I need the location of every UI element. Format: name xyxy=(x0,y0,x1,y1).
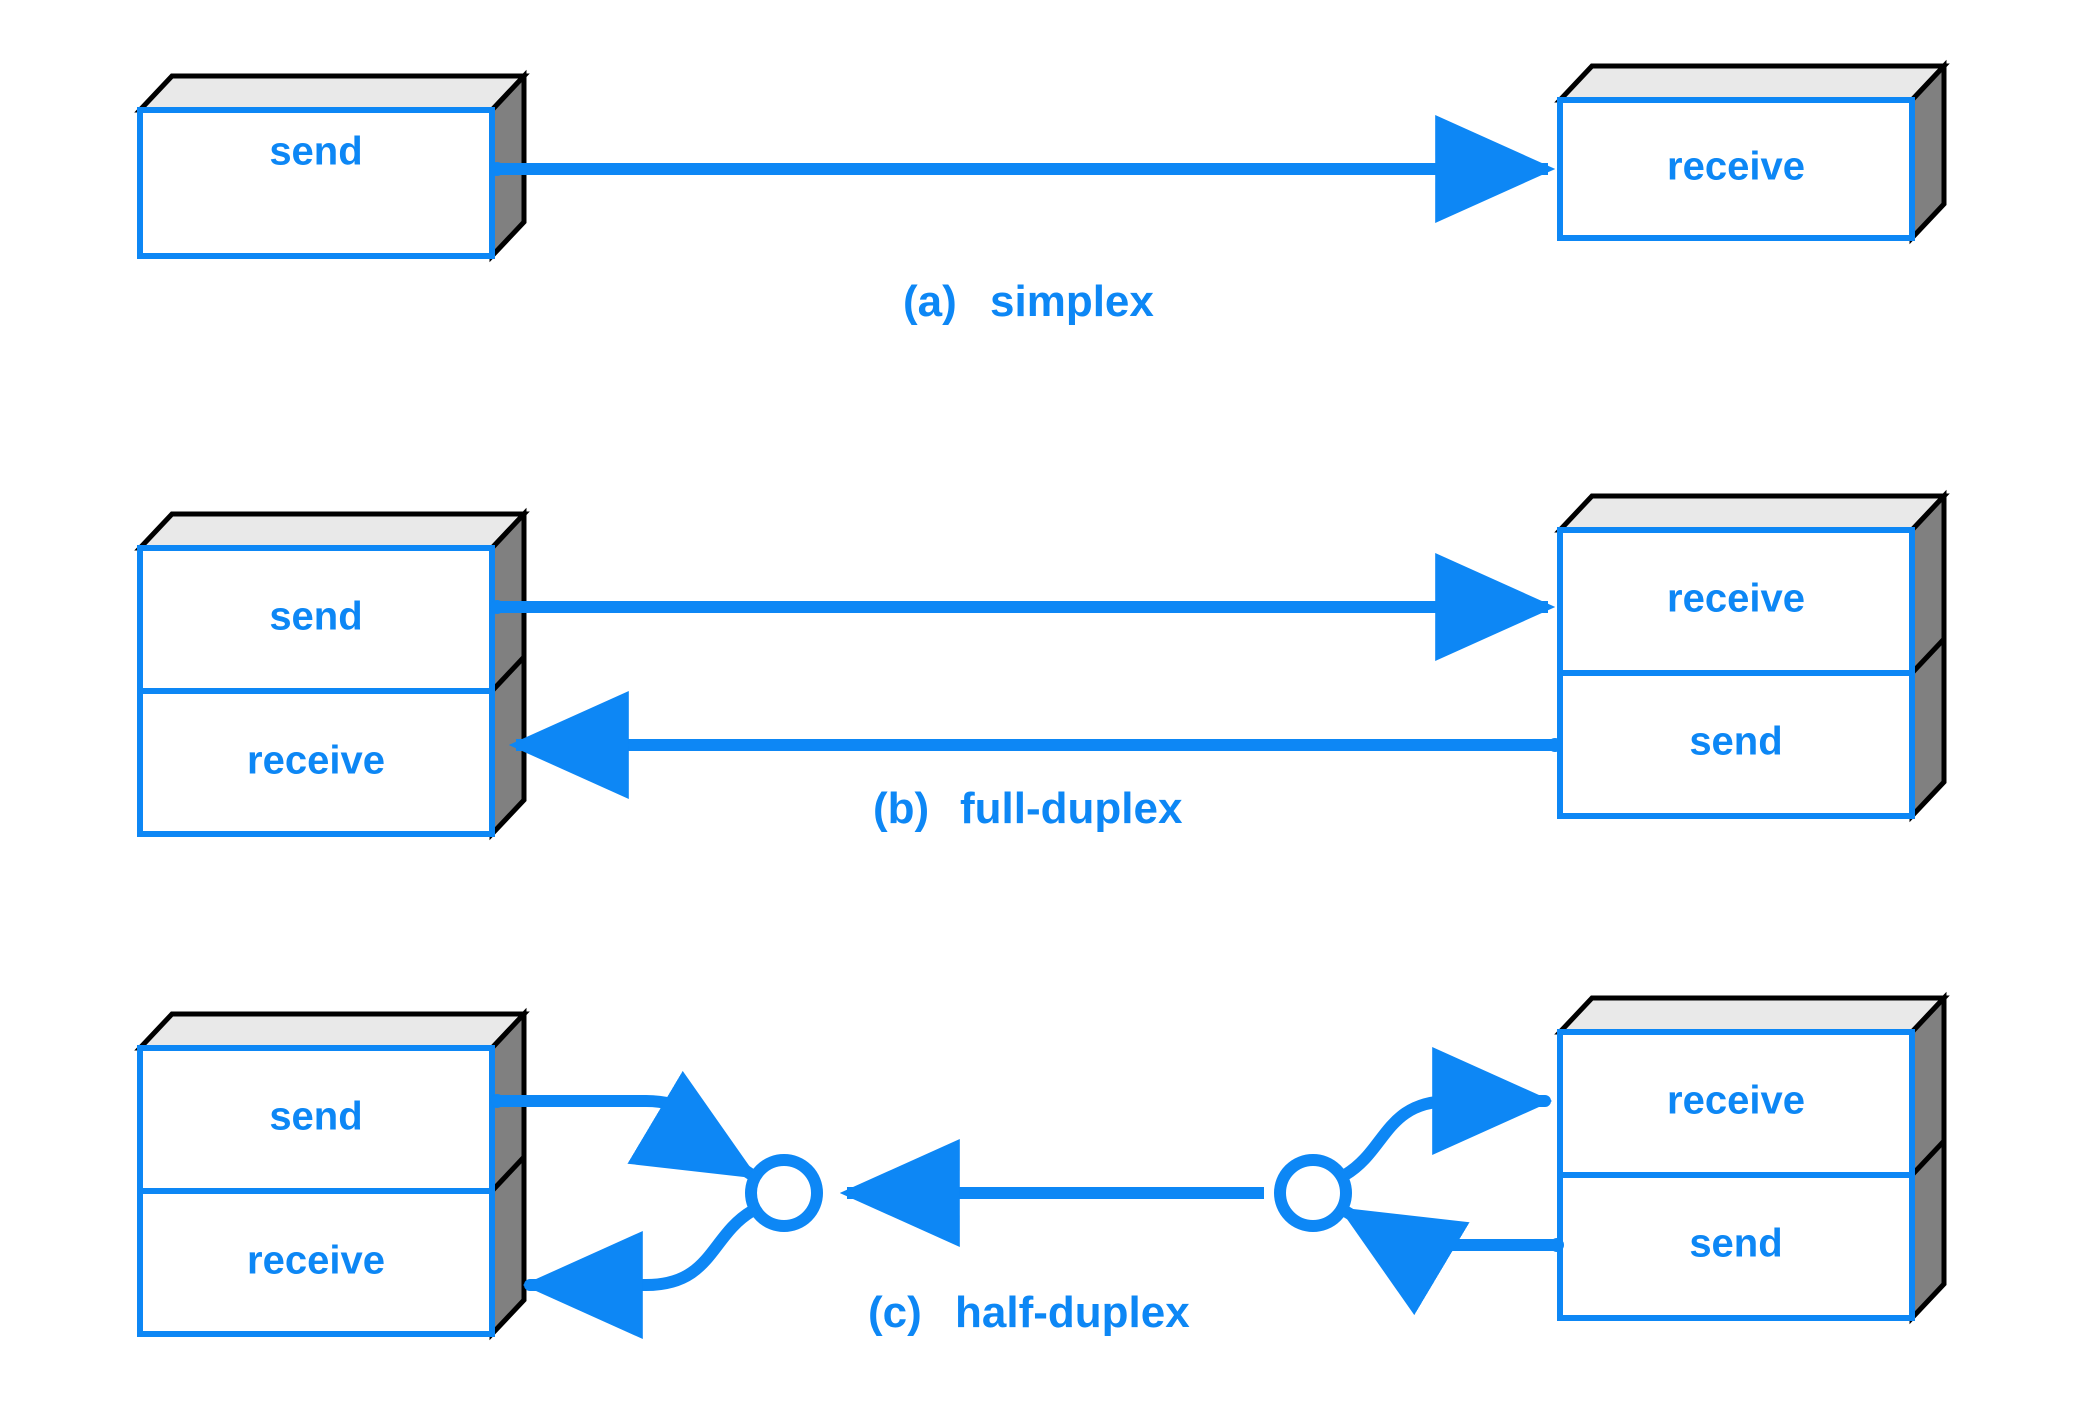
panel-b-caption: (b) full-duplex xyxy=(873,784,1183,833)
left-junction-circle[interactable] xyxy=(745,1154,823,1232)
caption-text: simplex xyxy=(990,277,1154,326)
panel-a: send receive (a) simplex xyxy=(134,59,1950,326)
box-side-divider xyxy=(490,655,526,693)
caption-index: (c) xyxy=(868,1288,922,1337)
box-compartment-label: receive xyxy=(1667,145,1805,189)
box-front-face xyxy=(1557,97,1915,241)
caption-text: half-duplex xyxy=(955,1288,1190,1337)
box-top-face xyxy=(1554,995,1950,1035)
panel-a-right-box[interactable]: receive xyxy=(1554,59,1950,245)
panel-a-caption: (a) simplex xyxy=(903,277,1154,326)
panel-b-link-send-to-receive xyxy=(490,553,1556,661)
panel-c-right-box[interactable]: receive send xyxy=(1554,991,1950,1325)
panel-a-left-box[interactable]: send xyxy=(134,69,530,263)
box-side-divider xyxy=(490,1155,526,1193)
panel-c-left-junction-group xyxy=(490,1070,823,1339)
caption-index: (a) xyxy=(903,277,957,326)
panel-b-left-box[interactable]: send receive xyxy=(134,507,530,841)
box-compartment-label: send xyxy=(269,130,362,174)
box-top-face xyxy=(1554,63,1950,103)
box-compartment-label: send xyxy=(269,1095,362,1139)
box-compartment-label: receive xyxy=(247,1239,385,1283)
panel-b: send receive receive send (b) full-duple… xyxy=(134,489,1950,841)
box-compartment-label: receive xyxy=(1667,577,1805,621)
box-top-face xyxy=(1554,493,1950,533)
box-compartment-label: receive xyxy=(1667,1079,1805,1123)
box-compartment-label: send xyxy=(269,595,362,639)
box-side-divider xyxy=(1910,1139,1946,1177)
link-curve-junction-to-receive xyxy=(1339,1047,1553,1181)
link-curve-send-to-junction xyxy=(491,1070,759,1181)
panel-b-link-send-to-receive-reverse xyxy=(508,691,1562,799)
box-side-face xyxy=(1909,59,1947,245)
caption-index: (b) xyxy=(873,784,929,833)
box-top-face xyxy=(134,1011,530,1051)
box-side-divider xyxy=(1910,637,1946,675)
panel-c-caption: (c) half-duplex xyxy=(868,1288,1190,1337)
right-junction-circle[interactable] xyxy=(1274,1154,1352,1232)
box-compartment-label: receive xyxy=(247,739,385,783)
link-curve-junction-to-receive xyxy=(522,1205,758,1339)
panel-c-left-box[interactable]: send receive xyxy=(134,1007,530,1341)
box-front-face xyxy=(137,107,495,259)
caption-text: full-duplex xyxy=(960,784,1183,833)
panel-a-link-send-to-receive xyxy=(490,115,1556,223)
panel-b-right-box[interactable]: receive send xyxy=(1554,489,1950,823)
box-compartment-label: send xyxy=(1689,1222,1782,1266)
panel-c: send receive receive send xyxy=(134,991,1950,1341)
link-curve-send-to-junction xyxy=(1338,1205,1563,1316)
box-top-face xyxy=(134,511,530,551)
panel-c-right-junction-group xyxy=(1274,1047,1564,1316)
box-top-face xyxy=(134,73,530,113)
box-compartment-label: send xyxy=(1689,720,1782,764)
